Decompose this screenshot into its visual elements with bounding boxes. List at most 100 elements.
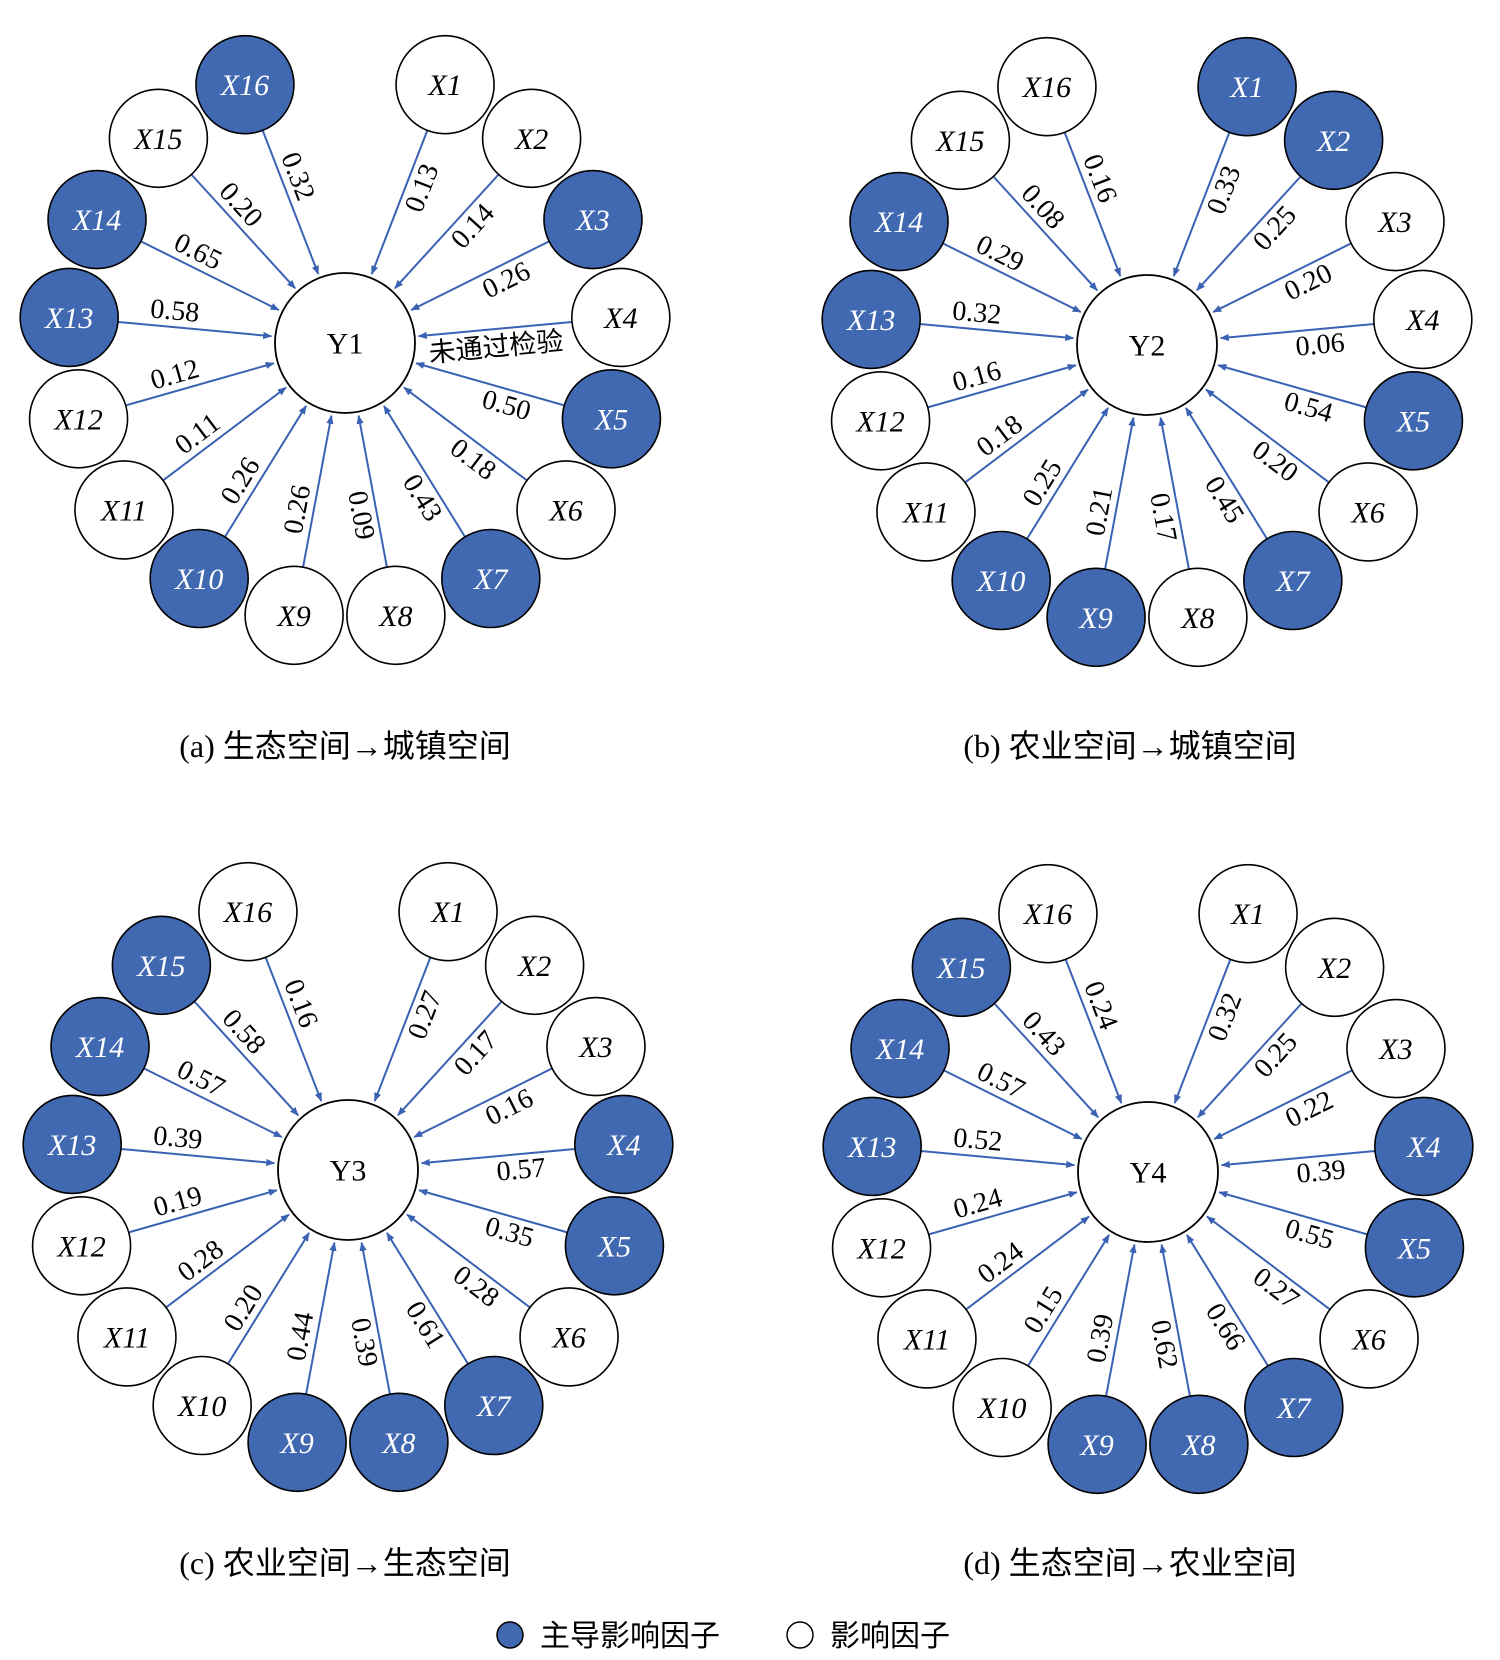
- factor-label: X9: [279, 1427, 313, 1460]
- coefficient-x16: 0.24: [1077, 977, 1124, 1034]
- edge-x7: [383, 405, 466, 538]
- factor-node-x10: X10: [152, 1355, 252, 1456]
- factor-node-x10: X10: [952, 1357, 1052, 1458]
- coefficient-x13: 0.52: [952, 1122, 1004, 1157]
- coefficient-x8: 0.09: [341, 488, 380, 542]
- factor-label: X8: [1181, 1429, 1215, 1462]
- factor-label: X10: [174, 563, 223, 596]
- coefficient-x1: 0.32: [1202, 989, 1249, 1046]
- factor-node-x1: X1: [398, 861, 498, 962]
- factor-circle: [1346, 998, 1446, 1099]
- factor-node-x12: X12: [31, 1196, 132, 1296]
- edge-x14: [942, 242, 1082, 313]
- factor-node-x13: X13: [22, 1094, 122, 1195]
- factor-node-x2: X2: [1284, 917, 1385, 1018]
- edge-x14: [143, 1067, 283, 1138]
- factor-node-x1: X1: [395, 34, 495, 135]
- factor-circle: [111, 915, 212, 1016]
- factor-label: X13: [47, 1129, 96, 1162]
- factor-circle: [149, 528, 249, 629]
- edge-x13: [117, 320, 273, 340]
- factor-node-x4: X4: [574, 1094, 674, 1195]
- edge-x15: [993, 1002, 1099, 1118]
- factor-node-x11: X11: [876, 462, 976, 562]
- edge-x13: [120, 1147, 276, 1167]
- center-node: Y2: [1076, 274, 1218, 416]
- edge-x3: [413, 1067, 553, 1138]
- factor-node-x14: X14: [50, 996, 150, 1097]
- factor-circle: [997, 36, 1097, 137]
- factor-node-x13: X13: [19, 267, 119, 368]
- factor-node-x14: X14: [47, 169, 147, 270]
- coefficient-x6: 0.27: [1247, 1261, 1305, 1315]
- coefficient-x16: 0.16: [1076, 150, 1123, 207]
- center-circle: [277, 1099, 419, 1241]
- coefficient-x4: 0.57: [495, 1152, 547, 1187]
- factor-circle: [247, 1392, 347, 1493]
- factor-node-x2: X2: [1283, 90, 1384, 191]
- factor-label: X11: [100, 494, 147, 527]
- factor-node-x10: X10: [149, 528, 249, 629]
- factor-label: X13: [44, 302, 93, 335]
- factor-node-x12: X12: [831, 1198, 932, 1298]
- edge-x9: [1105, 1243, 1137, 1397]
- factor-node-x8: X8: [346, 565, 446, 666]
- factor-circle: [910, 90, 1011, 191]
- coefficient-x11: 0.11: [169, 407, 226, 461]
- factor-label: X5: [1396, 405, 1430, 438]
- coefficient-x9: 0.39: [1081, 1312, 1120, 1366]
- factor-circle: [561, 369, 662, 469]
- factor-label: X1: [1230, 898, 1264, 931]
- edge-x3: [1212, 242, 1352, 313]
- panel-b: 0.330.250.200.060.540.200.450.170.210.25…: [821, 36, 1473, 668]
- edge-x3: [410, 240, 550, 311]
- factor-node-x5: X5: [561, 369, 662, 469]
- edge-x10: [1026, 407, 1109, 540]
- factor-label: X11: [903, 1323, 950, 1356]
- factor-label: X3: [1377, 206, 1411, 239]
- factor-label: X6: [551, 1321, 585, 1354]
- factor-node-x15: X15: [108, 88, 209, 189]
- factor-circle: [877, 1289, 977, 1389]
- edges: [120, 957, 576, 1395]
- edge-x15: [992, 175, 1098, 291]
- factor-circle: [911, 917, 1012, 1018]
- factor-label: X13: [847, 1131, 896, 1164]
- factor-circle: [152, 1355, 252, 1456]
- edge-x8: [359, 1241, 391, 1395]
- factor-label: X14: [874, 206, 923, 239]
- edge-x1: [373, 957, 432, 1102]
- factor-label: X3: [1378, 1033, 1412, 1066]
- coefficient-x5: 0.50: [479, 384, 535, 427]
- factor-node-x16: X16: [997, 36, 1097, 137]
- legend-plain-label: 影响因子: [830, 1620, 950, 1653]
- factor-circle: [850, 998, 950, 1099]
- edge-x11: [162, 386, 287, 482]
- edge-x15: [193, 1000, 299, 1116]
- coefficient-x2: 0.14: [445, 198, 501, 255]
- factor-circle: [1374, 1096, 1474, 1197]
- edge-x10: [227, 1232, 310, 1365]
- factor-circle: [1345, 171, 1445, 272]
- edge-x14: [140, 240, 280, 311]
- legend-dominant-label: 主导影响因子: [540, 1620, 720, 1653]
- coefficient-x15: 0.08: [1015, 178, 1071, 235]
- coefficient-x12: 0.24: [950, 1182, 1006, 1225]
- coefficient-x8: 0.39: [344, 1315, 383, 1369]
- coefficient-x11: 0.18: [971, 409, 1029, 463]
- factor-label: X5: [594, 403, 628, 436]
- factor-node-x9: X9: [247, 1392, 347, 1493]
- factor-node-x6: X6: [1319, 1289, 1419, 1389]
- factor-label: X11: [103, 1321, 150, 1354]
- factor-node-x7: X7: [444, 1355, 544, 1456]
- coefficient-x2: 0.25: [1247, 200, 1303, 257]
- factor-label: X7: [1276, 1392, 1312, 1425]
- factor-node-x9: X9: [244, 565, 344, 666]
- edge-x1: [1173, 959, 1232, 1104]
- factor-label: X2: [1316, 125, 1350, 158]
- edge-x7: [1185, 407, 1268, 540]
- factor-label: X7: [1275, 565, 1311, 598]
- coefficient-x16: 0.32: [274, 148, 321, 205]
- factor-circle: [546, 996, 646, 1097]
